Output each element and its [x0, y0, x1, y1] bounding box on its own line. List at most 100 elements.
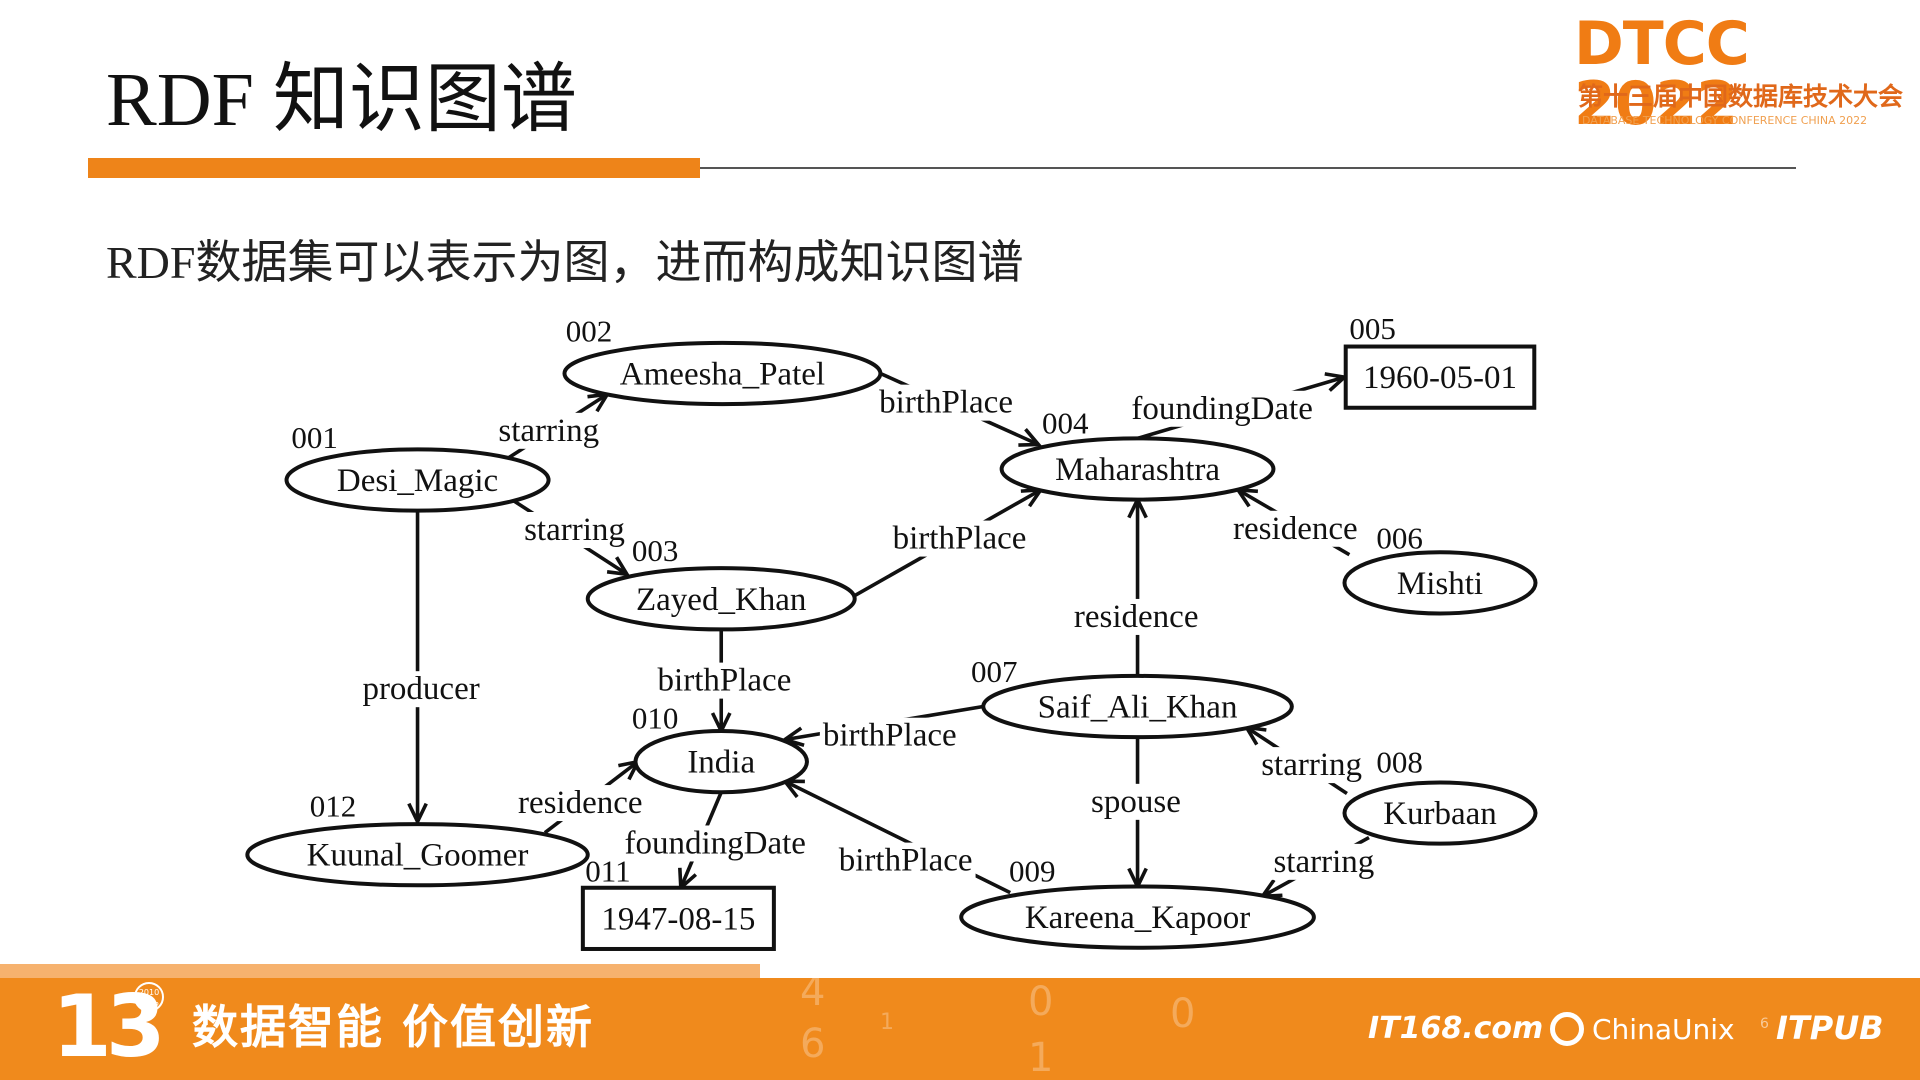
edge-label-bg: [1070, 598, 1202, 635]
edge-label-bg: [889, 520, 1030, 557]
footer-bar: 4 6 0 0 1 1 13 2010 2022 数据智能 价值创新 IT168…: [0, 978, 1920, 1080]
footer-decor-digit: 4: [800, 978, 826, 1015]
sponsor-it168-logo: IT168.com: [1368, 1011, 1544, 1046]
logo-subtitle-cn: 第十三届中国数据库技术大会: [1578, 82, 1904, 111]
edge-label-bg: [1230, 510, 1361, 547]
edge-label: birthPlace: [839, 843, 973, 879]
footer-slogan: 数据智能 价值创新: [192, 1000, 595, 1054]
edge-label: starring: [524, 512, 625, 548]
footer-decor-digit: 6: [800, 1021, 826, 1067]
footer-decor-digit: 1: [1028, 1035, 1054, 1080]
edge-label: starring: [1261, 747, 1362, 783]
chinaunix-ring-icon: [1550, 1012, 1584, 1046]
edge-producer: [407, 510, 428, 826]
title-divider-line: [700, 167, 1796, 169]
node-id: 002: [566, 314, 613, 349]
node-label: 1960-05-01: [1363, 360, 1517, 396]
logo-main-text: DTCC 2022: [1574, 9, 1750, 139]
edge-label-bg: [835, 842, 976, 879]
edge-label: birthPlace: [658, 663, 792, 699]
node-id: 010: [632, 701, 679, 736]
footer-decor-digit: 1: [880, 1010, 894, 1035]
slide-subtitle: RDF数据集可以表示为图，进而构成知识图谱: [106, 237, 1024, 288]
entity-ellipse: [959, 884, 1316, 950]
entity-ellipse: [1342, 550, 1538, 616]
edge-label-bg: [1088, 783, 1184, 820]
node-label: Saif_Ali_Khan: [1038, 690, 1238, 726]
edge-label: residence: [518, 785, 643, 821]
sponsor-chinaunix-logo: ChinaUnix: [1592, 1013, 1735, 1046]
entity-ellipse: [1342, 780, 1538, 846]
node-id: 001: [291, 420, 338, 455]
node-label: Ameesha_Patel: [620, 356, 825, 392]
edge-label: starring: [1273, 844, 1374, 880]
edge-labels-layer: starring starring producer birthPlace birthP…: [359, 384, 1378, 880]
entity-ellipse: [245, 822, 590, 888]
node-012: Kuunal_Goomer 012: [245, 789, 590, 888]
footer-decor-digit: 0: [1028, 979, 1054, 1025]
node-id: 006: [1376, 521, 1423, 556]
node-id: 003: [632, 533, 679, 568]
edge-label-bg: [621, 825, 809, 862]
footer-decor-digit: 0: [1170, 991, 1196, 1037]
node-label: Zayed_Khan: [636, 582, 806, 618]
node-id: 004: [1042, 405, 1089, 440]
edge-label-bg: [1270, 843, 1378, 880]
edge-label-bg: [359, 671, 483, 708]
node-007: Saif_Ali_Khan 007: [971, 654, 1294, 740]
node-009: Kareena_Kapoor 009: [959, 854, 1316, 950]
slide-title: RDF 知识图谱: [106, 58, 577, 142]
arrowhead: [1018, 428, 1043, 447]
node-label: Desi_Magic: [337, 463, 498, 499]
edge-label-bg: [654, 662, 795, 699]
edge-label-bg: [521, 512, 628, 548]
node-label: 1947-08-15: [601, 901, 755, 937]
footer-top-shade: [0, 964, 760, 980]
entity-ellipse: [633, 729, 809, 795]
edge-label-bg: [514, 785, 646, 822]
page-number: 6: [1760, 1016, 1769, 1032]
edge-label-bg: [819, 717, 960, 754]
node-id: 009: [1009, 854, 1056, 889]
edge-label-bg: [876, 384, 1016, 421]
entity-ellipse: [284, 447, 551, 513]
node-id: 012: [310, 789, 357, 824]
edge-label: birthPlace: [879, 385, 1013, 421]
edge-label: starring: [498, 413, 599, 449]
literal-box: [580, 885, 776, 951]
literal-box: [1343, 344, 1537, 410]
node-006: Mishti 006: [1342, 521, 1538, 616]
arrowhead: [606, 556, 631, 577]
edge-label: foundingDate: [1131, 391, 1312, 427]
node-id: 007: [971, 654, 1018, 689]
logo-subtitle-en: DATABASE TECHNOLOGY CONFERENCE CHINA 202…: [1582, 114, 1868, 127]
entity-ellipse: [981, 673, 1294, 740]
edge-residence: [1127, 495, 1148, 676]
node-id: 005: [1349, 311, 1396, 346]
edge-label: spouse: [1091, 784, 1181, 820]
edge-label: birthPlace: [823, 718, 957, 754]
entity-ellipse: [562, 340, 883, 407]
edge-label: birthPlace: [893, 521, 1027, 557]
edge-label: residence: [1233, 511, 1358, 547]
node-label: Kareena_Kapoor: [1025, 900, 1250, 936]
node-label: Kuunal_Goomer: [307, 838, 529, 874]
title-accent-bar: [88, 158, 700, 178]
dtcc-logo: DTCC 2022 第十三届中国数据库技术大会 DATABASE TECHNOL…: [1574, 9, 1910, 139]
node-label: India: [687, 745, 755, 781]
node-id: 008: [1376, 745, 1423, 780]
edge-label-bg: [1258, 747, 1366, 784]
edge-label-bg: [1128, 390, 1316, 427]
node-label: Mishti: [1397, 566, 1483, 602]
node-001: Desi_Magic 001: [284, 420, 551, 513]
edge-label-bg: [495, 412, 603, 449]
edge-label: producer: [362, 671, 479, 707]
entity-ellipse: [999, 436, 1276, 502]
anniversary-years-badge: 2010 2022: [134, 982, 164, 1012]
